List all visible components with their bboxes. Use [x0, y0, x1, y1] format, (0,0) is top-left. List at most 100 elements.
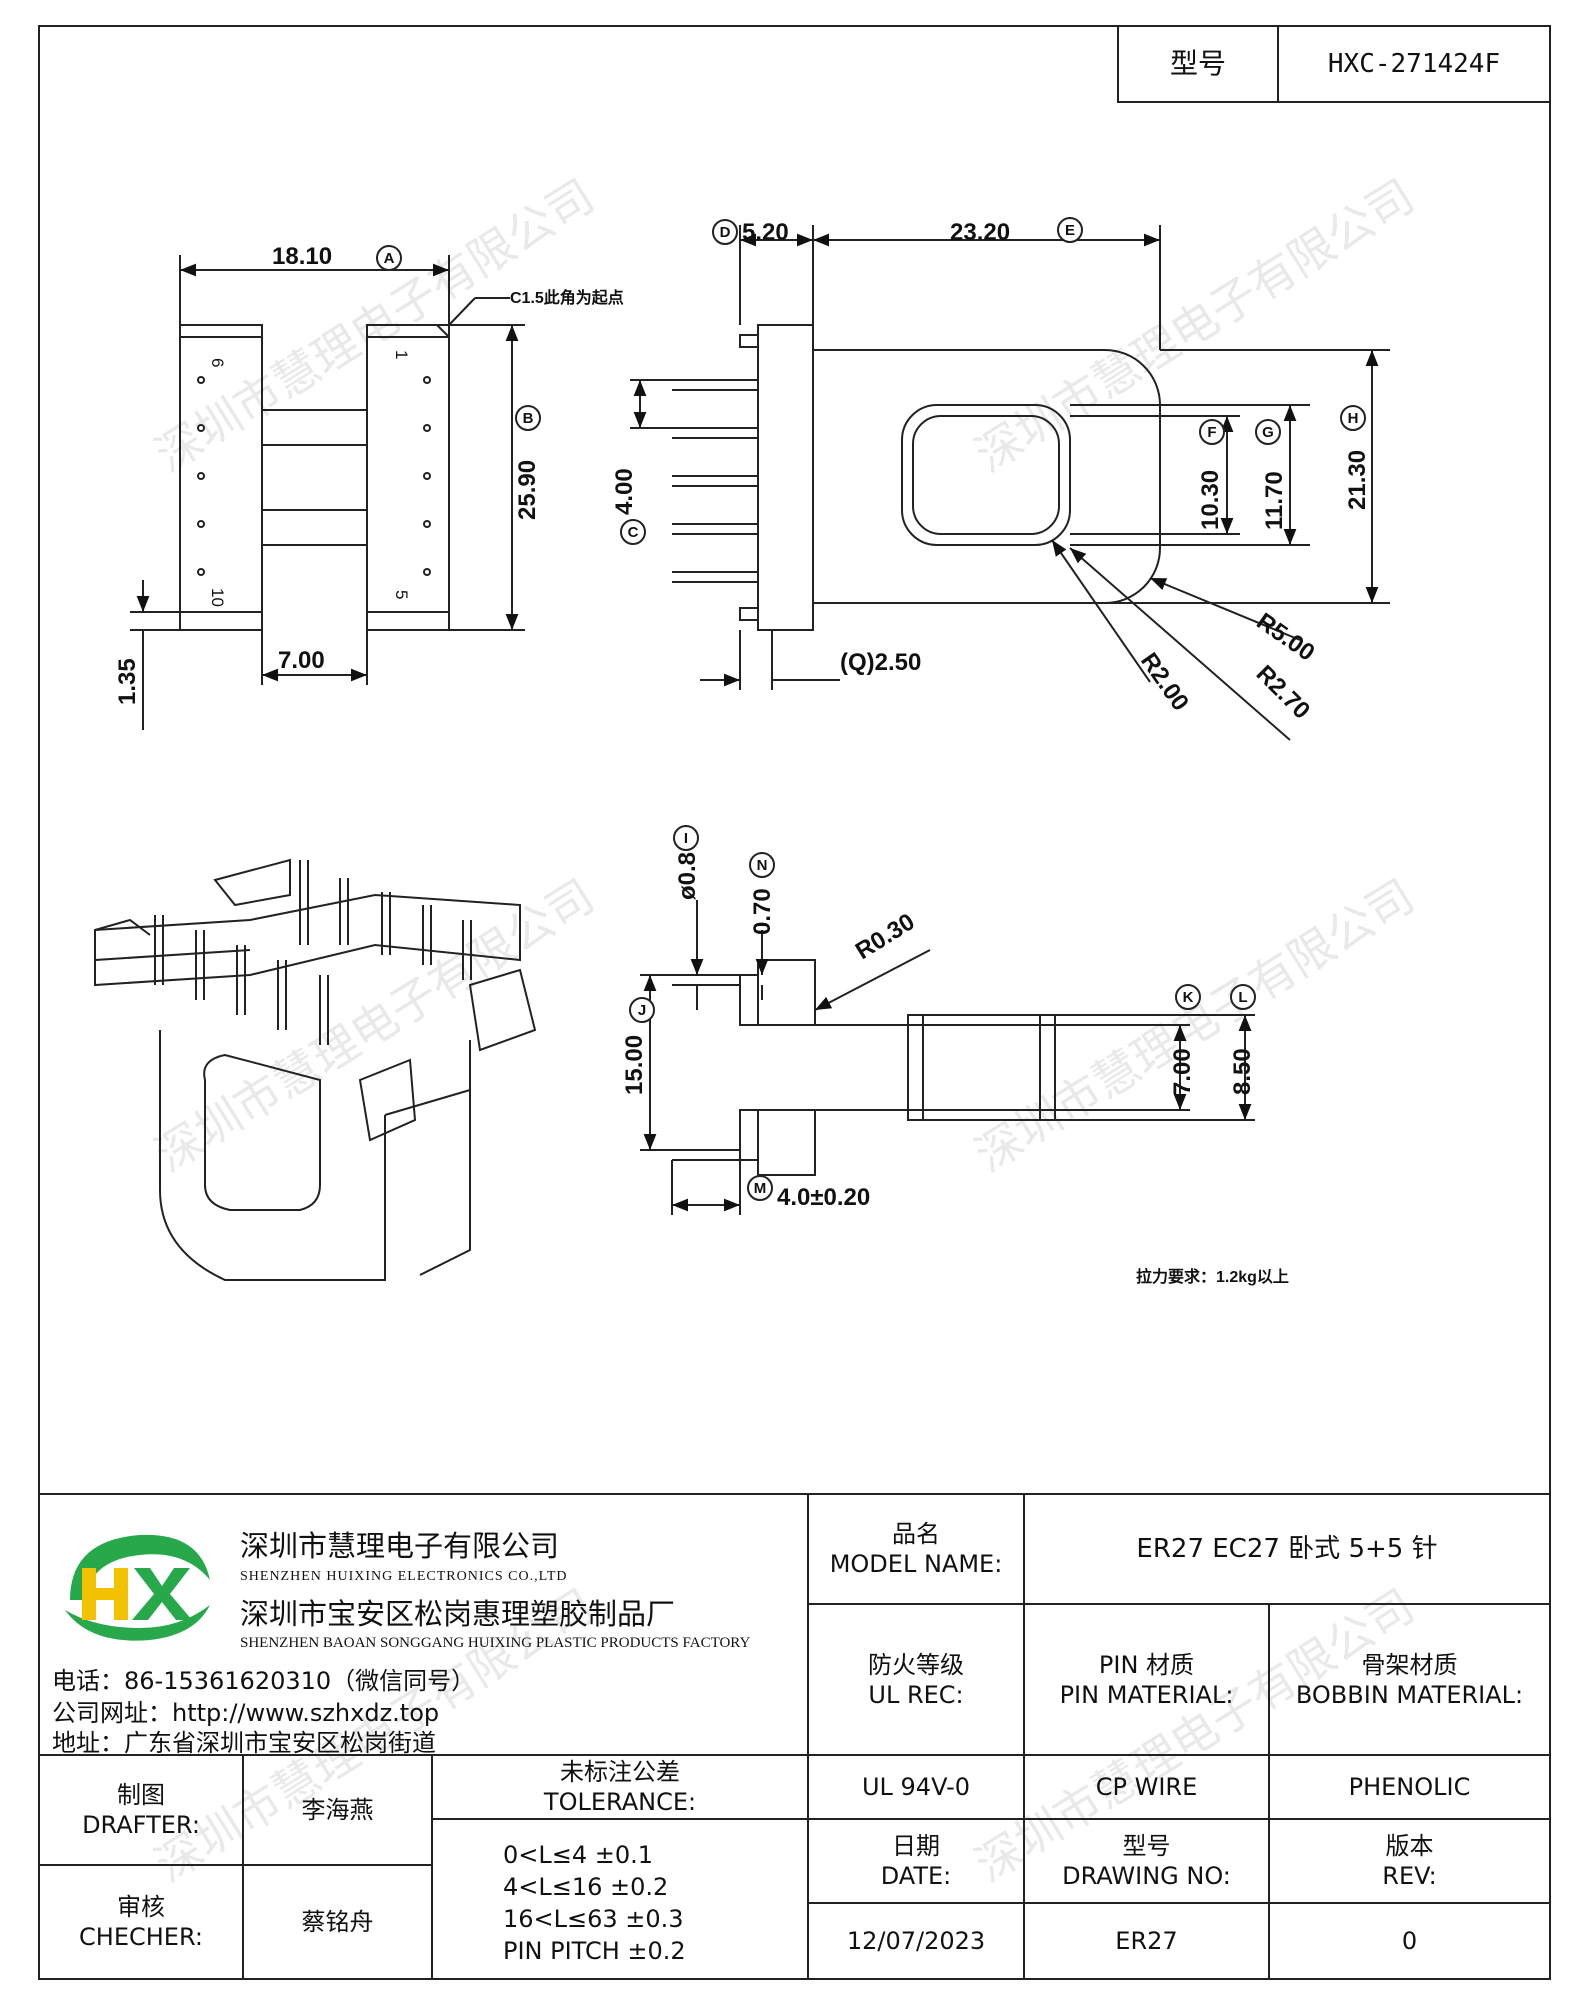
date-label-cell: 日期 DATE:	[807, 1818, 1025, 1904]
checker-label-cell: 审核 CHECHER:	[38, 1864, 244, 1980]
company-address: 地址：广东省深圳市宝安区松岗街道	[52, 1729, 436, 1757]
note-c15: C1.5此角为起点	[510, 288, 624, 307]
company-logo-letters: HX	[40, 1495, 41, 1496]
checker-value: 蔡铭舟	[301, 1908, 374, 1936]
dim-i: ø0.8	[674, 852, 701, 900]
tolerance-row: PIN PITCH ±0.2	[503, 1937, 686, 1965]
circle-letter-l: L	[1238, 989, 1247, 1006]
header-type-value-cell: HXC-271424F	[1277, 25, 1551, 103]
pin-number-6: 6	[208, 358, 227, 367]
technical-drawing: A B C D E F G H I N J K L M 18.10 5.20 2…	[94, 217, 1390, 1286]
top-view-bridge-upper	[261, 409, 368, 446]
circle-letter-c: C	[628, 524, 639, 541]
drawing-no-value: ER27	[1115, 1927, 1178, 1955]
drafter-label-cell: 制图 DRAFTER:	[38, 1754, 244, 1866]
side-view-body	[813, 349, 1161, 604]
tolerance-row: 16<L≤63 ±0.3	[503, 1905, 684, 1933]
drawing-no-value-cell: ER27	[1023, 1902, 1270, 1980]
pin-number-1: 1	[392, 350, 411, 359]
circle-letter-b: B	[523, 410, 534, 427]
model-name-value: ER27 EC27 卧式 5+5 针	[1136, 1534, 1438, 1564]
date-label-en: DATE:	[880, 1862, 952, 1890]
circle-letter-h: H	[1348, 410, 1359, 427]
checker-value-cell: 蔡铭舟	[242, 1864, 433, 1980]
checker-label-cn: 审核	[117, 1893, 165, 1921]
model-name-label-en: MODEL NAME:	[829, 1550, 1003, 1578]
dim-j: 15.00	[621, 1035, 648, 1095]
dim-r500: R5.00	[1252, 608, 1320, 667]
side-view-window-outer	[901, 404, 1071, 546]
rev-label-cell: 版本 REV:	[1268, 1818, 1551, 1904]
company-logo-icon	[65, 1534, 210, 1641]
company-website[interactable]: 公司网址：http://www.szhxdz.top	[52, 1699, 440, 1727]
dim-l: 8.50	[1229, 1048, 1256, 1095]
drafter-label-en: DRAFTER:	[82, 1811, 200, 1839]
dim-r030: R0.30	[851, 908, 920, 965]
dim-r200: R2.00	[1135, 648, 1194, 716]
company-phone: 电话：86-15361620310（微信同号）	[52, 1667, 476, 1695]
drafter-value-cell: 李海燕	[242, 1754, 433, 1866]
company-name-en: SHENZHEN HUIXING ELECTRONICS CO.,LTD	[240, 1569, 568, 1584]
tolerance-label-cell: 未标注公差 TOLERANCE:	[431, 1754, 809, 1820]
dim-b: 25.90	[514, 460, 541, 520]
bobbin-material-label-en: BOBBIN MATERIAL:	[1295, 1680, 1524, 1709]
top-view-right-flange	[366, 324, 450, 631]
drawing-no-label-cn: 型号	[1122, 1832, 1171, 1860]
dim-a: 18.10	[272, 243, 332, 270]
tolerance-values-cell: 0<L≤4 ±0.1 4<L≤16 ±0.2 16<L≤63 ±0.3 PIN …	[431, 1818, 809, 1980]
dim-n: 0.70	[749, 888, 776, 935]
drawing-no-label-cell: 型号 DRAWING NO:	[1023, 1818, 1270, 1904]
circle-letter-g: G	[1262, 424, 1274, 441]
tolerance-label-cn: 未标注公差	[560, 1758, 680, 1786]
front-view-lower-flange	[757, 1109, 816, 1176]
circle-letter-e: E	[1065, 222, 1075, 239]
rev-value-cell: 0	[1268, 1902, 1551, 1980]
pin-material-value-cell: CP WIRE	[1023, 1754, 1270, 1820]
checker-label-en: CHECHER:	[79, 1923, 203, 1951]
side-view-window-inner	[912, 415, 1060, 535]
drawing-no-label-en: DRAWING NO:	[1062, 1862, 1231, 1890]
top-view-left-flange	[179, 324, 263, 631]
pin-material-label-en: PIN MATERIAL:	[1059, 1680, 1234, 1709]
circle-letter-d: D	[720, 224, 731, 241]
header-type-label: 型号	[1169, 47, 1226, 80]
dim-width-700: 7.00	[278, 647, 325, 674]
note-pull-force: 拉力要求：1.2kg以上	[1136, 1267, 1289, 1286]
top-view-bridge-lower	[261, 509, 368, 546]
bobbin-material-label-cell: 骨架材质 BOBBIN MATERIAL:	[1268, 1603, 1551, 1756]
tolerance-row: 0<L≤4 ±0.1	[503, 1841, 654, 1869]
circle-letter-m: M	[754, 1180, 767, 1197]
ul-rec-label-en: UL REC:	[868, 1680, 964, 1709]
tolerance-row: 4<L≤16 ±0.2	[503, 1873, 669, 1901]
circle-letter-k: K	[1183, 989, 1194, 1006]
bobbin-material-value-cell: PHENOLIC	[1268, 1754, 1551, 1820]
pin-number-5: 5	[392, 590, 411, 599]
pin-material-value: CP WIRE	[1095, 1773, 1198, 1801]
circle-letter-n: N	[757, 857, 768, 874]
dim-q: (Q)2.50	[840, 649, 921, 676]
circle-letter-j: J	[638, 1002, 646, 1019]
pin-material-label-cn: PIN 材质	[1098, 1650, 1195, 1679]
circle-letter-f: F	[1207, 424, 1216, 441]
circle-letter-i: I	[684, 830, 688, 847]
factory-name-cn: 深圳市宝安区松岗惠理塑胶制品厂	[240, 1597, 676, 1631]
rev-label-cn: 版本	[1385, 1832, 1434, 1860]
bobbin-material-label-cn: 骨架材质	[1361, 1650, 1458, 1679]
rev-value: 0	[1401, 1927, 1418, 1955]
factory-name-en: SHENZHEN BAOAN SONGGANG HUIXING PLASTIC …	[240, 1635, 751, 1651]
ul-rec-value-cell: UL 94V-0	[807, 1754, 1025, 1820]
company-info-cell: HX 深圳市慧理电子有限公司 SHENZHEN HUIXING ELECTRON…	[38, 1493, 809, 1757]
rev-label-en: REV:	[1382, 1862, 1437, 1890]
model-name-label-cell: 品名 MODEL NAME:	[807, 1493, 1025, 1605]
bobbin-material-value: PHENOLIC	[1348, 1773, 1471, 1801]
model-name-label-cn: 品名	[892, 1520, 940, 1548]
side-view-flange	[757, 324, 814, 631]
front-view-upper-flange	[757, 959, 816, 1026]
pin-number-10: 10	[208, 588, 227, 607]
date-label-cn: 日期	[892, 1832, 940, 1860]
model-name-value-cell: ER27 EC27 卧式 5+5 针	[1023, 1493, 1551, 1605]
dim-h: 21.30	[1344, 450, 1371, 510]
dim-k: 7.00	[1169, 1048, 1196, 1095]
dim-f: 10.30	[1197, 470, 1224, 530]
isometric-view	[94, 858, 537, 1281]
